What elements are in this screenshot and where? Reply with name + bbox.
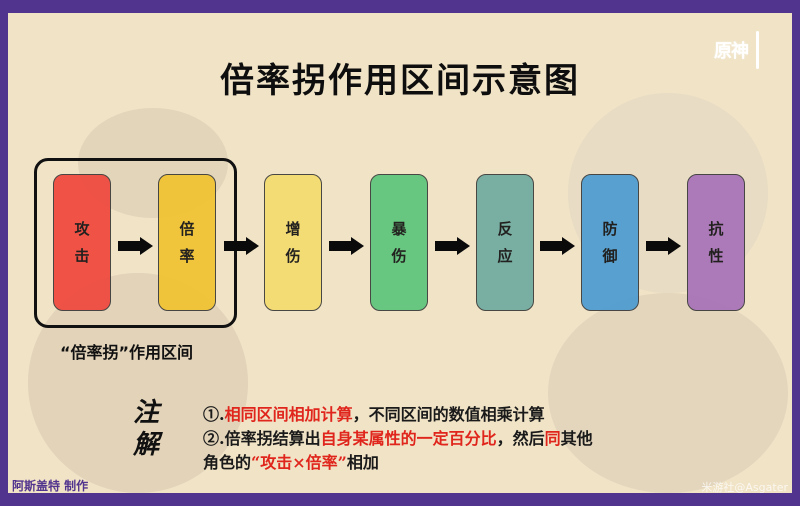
stage-label-bottom: 伤: [285, 246, 301, 265]
arrow-right-icon: [540, 237, 576, 255]
note-2-prefix: ②.倍率拐结算出: [203, 429, 321, 448]
notes-heading-line2: 解: [132, 430, 159, 460]
stage-label-top: 攻: [74, 219, 90, 238]
note-2-highlight-2: 同: [544, 429, 561, 448]
stage-label-bottom: 伤: [391, 246, 407, 265]
stage-attack: 攻 击: [53, 174, 111, 311]
note-2-middle: ，然后: [496, 429, 545, 448]
stage-label-top: 增: [285, 219, 301, 238]
stage-label-bottom: 应: [497, 246, 513, 265]
stage-label-top: 暴: [391, 219, 407, 238]
arrow-right-icon: [118, 237, 154, 255]
stage-label-top: 反: [497, 219, 513, 238]
genshin-logo: 原神: [714, 31, 759, 69]
arrow-right-icon: [646, 237, 682, 255]
stage-resistance: 抗 性: [687, 174, 745, 311]
multiplier-zone-label: “倍率拐”作用区间: [60, 343, 194, 362]
poster-canvas: 倍率拐作用区间示意图 原神 攻 击 倍 率 增 伤 暴 伤 反 应 防 御 抗 …: [8, 13, 792, 493]
notes-heading-line1: 注: [132, 398, 159, 428]
stage-multiplier: 倍 率: [158, 174, 216, 311]
logo-text: 原神: [714, 41, 749, 62]
note-2-suffix: 其他: [560, 429, 593, 448]
stage-label-top: 防: [602, 219, 618, 238]
notes-heading: 注 解: [126, 397, 166, 461]
note-line-3: 角色的“攻击×倍率”相加: [203, 451, 593, 475]
note-line-1: ①.相同区间相加计算，不同区间的数值相乘计算: [203, 403, 593, 427]
stage-label-top: 抗: [708, 219, 724, 238]
author-credit: 阿斯盖特 制作: [12, 479, 89, 493]
stage-defense: 防 御: [581, 174, 639, 311]
page-title: 倍率拐作用区间示意图: [220, 61, 580, 101]
arrow-right-icon: [224, 237, 260, 255]
note-3-suffix: 相加: [346, 453, 379, 472]
note-1-highlight: 相同区间相加计算: [224, 405, 353, 424]
stage-label-bottom: 率: [179, 246, 195, 265]
note-line-2: ②.倍率拐结算出自身某属性的一定百分比，然后同其他: [203, 427, 593, 451]
stage-label-top: 倍: [179, 219, 195, 238]
notes-text: ①.相同区间相加计算，不同区间的数值相乘计算 ②.倍率拐结算出自身某属性的一定百…: [203, 403, 593, 475]
arrow-right-icon: [435, 237, 471, 255]
note-1-prefix: ①.: [203, 405, 225, 424]
background-art-right-lower: [548, 293, 788, 493]
stage-reaction: 反 应: [476, 174, 534, 311]
note-2-highlight: 自身某属性的一定百分比: [320, 429, 497, 448]
arrow-right-icon: [329, 237, 365, 255]
watermark: 米游社@Asgater: [701, 481, 788, 493]
stage-label-bottom: 击: [74, 246, 90, 265]
stage-label-bottom: 性: [708, 246, 724, 265]
note-3-prefix: 角色的: [203, 453, 252, 472]
logo-star-icon: [756, 31, 759, 69]
stage-dmg-bonus: 增 伤: [264, 174, 322, 311]
stage-label-bottom: 御: [602, 246, 618, 265]
stage-crit-dmg: 暴 伤: [370, 174, 428, 311]
note-3-highlight: “攻击×倍率”: [251, 453, 347, 472]
note-1-suffix: ，不同区间的数值相乘计算: [352, 405, 545, 424]
